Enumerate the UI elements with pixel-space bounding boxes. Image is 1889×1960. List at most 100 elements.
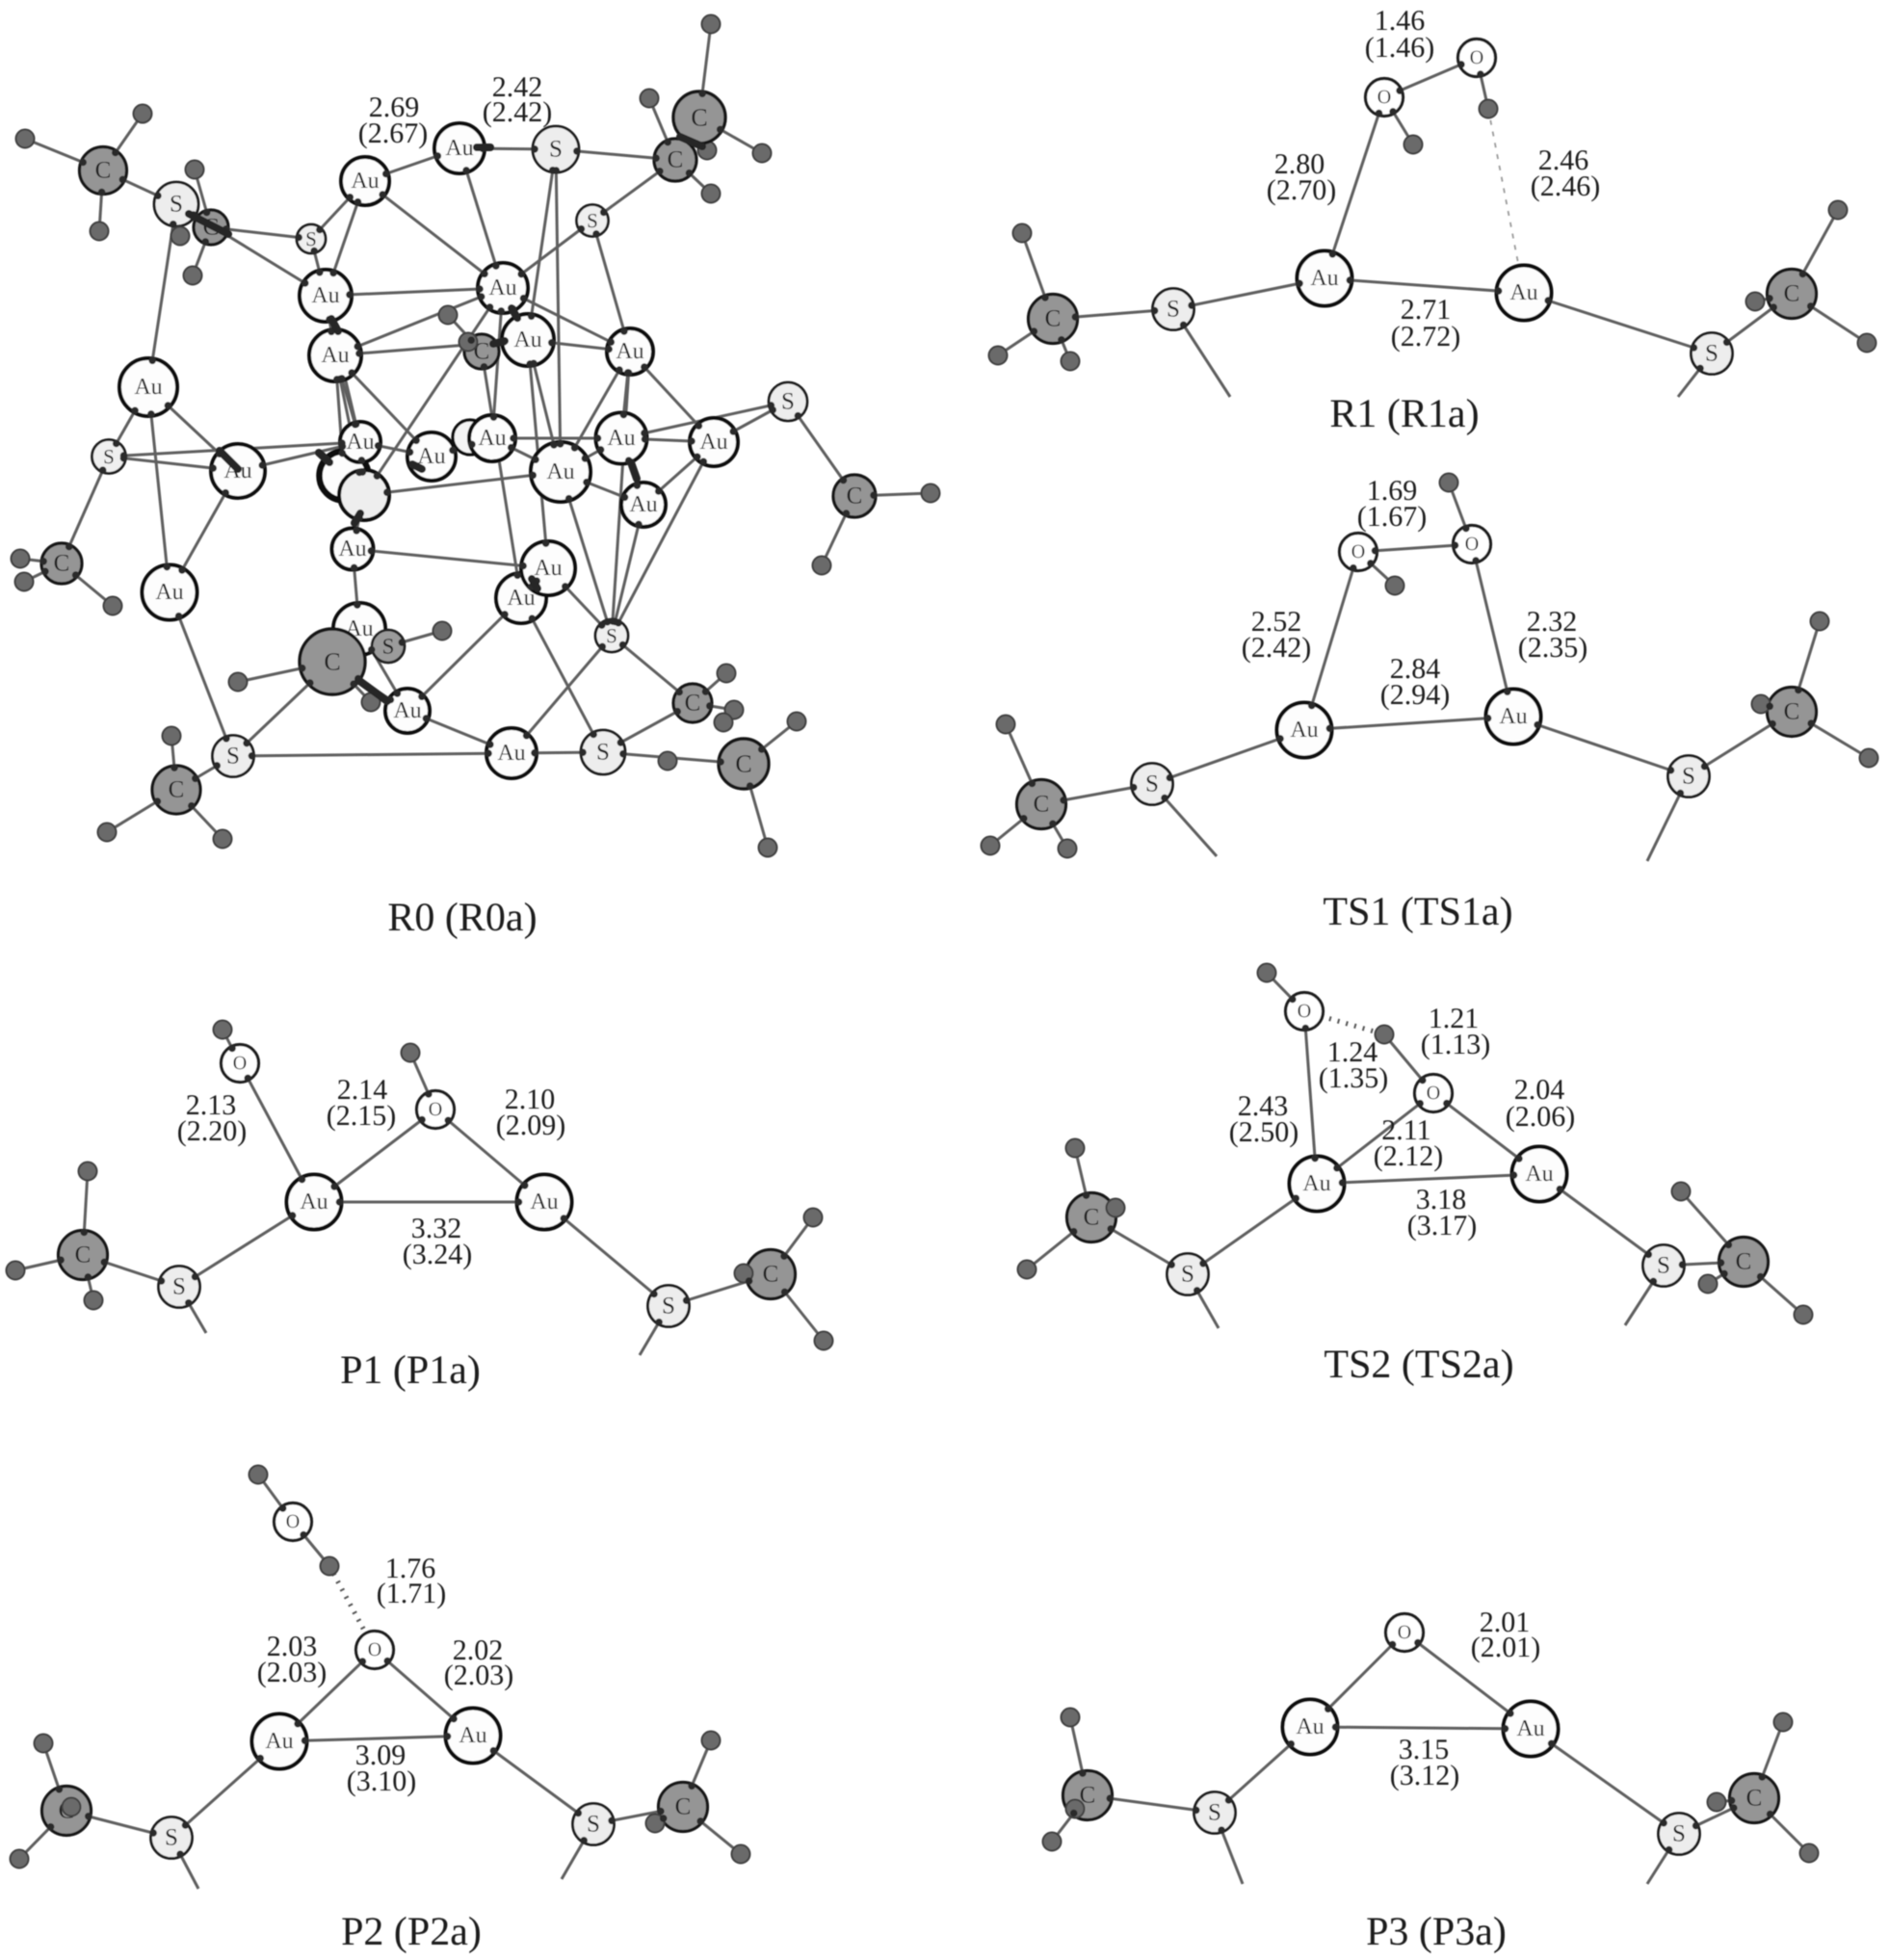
- svg-text:(2.42): (2.42): [483, 96, 552, 128]
- svg-text:(1.71): (1.71): [377, 1578, 446, 1609]
- svg-text:(2.42): (2.42): [1242, 632, 1311, 664]
- svg-text:(3.17): (3.17): [1407, 1210, 1477, 1241]
- svg-text:Au: Au: [607, 426, 635, 451]
- svg-text:Au: Au: [1302, 1171, 1330, 1196]
- svg-text:Au: Au: [534, 556, 562, 581]
- svg-text:(2.01): (2.01): [1471, 1632, 1540, 1663]
- svg-text:(1.46): (1.46): [1365, 32, 1434, 64]
- svg-text:(2.20): (2.20): [177, 1115, 247, 1147]
- svg-text:C: C: [1746, 1786, 1763, 1812]
- svg-text:2.69: 2.69: [369, 91, 420, 123]
- svg-text:1.24: 1.24: [1327, 1036, 1378, 1068]
- svg-text:2.03: 2.03: [267, 1631, 318, 1662]
- svg-text:C: C: [847, 483, 863, 510]
- svg-text:C: C: [75, 1242, 92, 1268]
- svg-text:2.46: 2.46: [1538, 144, 1589, 176]
- svg-text:Au: Au: [346, 430, 374, 455]
- svg-text:S: S: [549, 137, 563, 163]
- svg-text:C: C: [1784, 699, 1800, 725]
- svg-text:Au: Au: [300, 1189, 328, 1215]
- svg-text:(2.15): (2.15): [327, 1100, 396, 1132]
- svg-text:(2.67): (2.67): [358, 118, 428, 149]
- svg-text:2.14: 2.14: [337, 1074, 388, 1106]
- svg-text:C: C: [685, 691, 701, 717]
- svg-text:(2.50): (2.50): [1229, 1116, 1299, 1148]
- svg-text:C: C: [763, 1262, 779, 1288]
- svg-text:S: S: [1705, 341, 1718, 367]
- svg-text:S: S: [172, 1274, 186, 1300]
- svg-text:(2.70): (2.70): [1267, 174, 1336, 206]
- svg-text:C: C: [735, 750, 751, 778]
- svg-text:TS2 (TS2a): TS2 (TS2a): [1324, 1343, 1513, 1387]
- svg-text:O: O: [1427, 1083, 1440, 1104]
- svg-text:(2.72): (2.72): [1391, 321, 1460, 353]
- svg-text:1.46: 1.46: [1375, 5, 1426, 37]
- svg-text:Au: Au: [311, 283, 339, 308]
- svg-text:O: O: [286, 1511, 300, 1532]
- svg-text:C: C: [1045, 306, 1062, 332]
- svg-text:Au: Au: [629, 492, 657, 517]
- svg-text:2.84: 2.84: [1390, 653, 1441, 685]
- svg-text:(1.13): (1.13): [1421, 1029, 1490, 1060]
- svg-text:Au: Au: [1290, 718, 1318, 743]
- svg-text:C: C: [1736, 1249, 1752, 1275]
- svg-text:S: S: [587, 1812, 600, 1838]
- svg-text:O: O: [1470, 47, 1483, 68]
- svg-text:S: S: [1657, 1253, 1670, 1279]
- svg-text:S: S: [1682, 764, 1695, 790]
- svg-text:P1 (P1a): P1 (P1a): [340, 1348, 481, 1393]
- svg-text:S: S: [165, 1825, 178, 1851]
- svg-text:S: S: [587, 209, 598, 232]
- svg-text:Au: Au: [497, 741, 525, 766]
- svg-text:C: C: [691, 104, 707, 132]
- svg-text:2.52: 2.52: [1251, 606, 1302, 638]
- svg-text:3.09: 3.09: [355, 1739, 407, 1771]
- svg-text:(1.35): (1.35): [1319, 1062, 1388, 1094]
- svg-text:O: O: [1465, 534, 1479, 555]
- svg-text:Au: Au: [1310, 266, 1338, 291]
- svg-text:(2.94): (2.94): [1380, 679, 1450, 711]
- svg-text:S: S: [1181, 1262, 1194, 1288]
- svg-text:R1 (R1a): R1 (R1a): [1329, 392, 1479, 436]
- svg-text:Au: Au: [351, 169, 379, 194]
- svg-text:C: C: [95, 158, 112, 184]
- svg-text:C: C: [1084, 1205, 1100, 1231]
- svg-text:(2.03): (2.03): [444, 1659, 513, 1691]
- svg-text:Au: Au: [513, 327, 541, 353]
- svg-text:Au: Au: [155, 580, 183, 605]
- svg-text:2.71: 2.71: [1401, 294, 1452, 326]
- svg-text:O: O: [1351, 541, 1365, 562]
- svg-text:C: C: [324, 648, 340, 676]
- svg-text:Au: Au: [699, 430, 727, 455]
- svg-text:S: S: [103, 445, 115, 468]
- svg-text:(2.35): (2.35): [1518, 632, 1587, 664]
- svg-text:Au: Au: [265, 1729, 293, 1754]
- svg-text:C: C: [54, 551, 70, 577]
- svg-text:(3.12): (3.12): [1390, 1760, 1459, 1791]
- svg-text:O: O: [368, 1639, 381, 1660]
- svg-text:2.02: 2.02: [453, 1634, 504, 1666]
- svg-text:Au: Au: [134, 375, 162, 400]
- svg-text:S: S: [1145, 771, 1159, 797]
- svg-text:Au: Au: [1509, 280, 1537, 305]
- svg-text:(2.03): (2.03): [257, 1657, 327, 1688]
- svg-text:2.04: 2.04: [1514, 1074, 1565, 1106]
- svg-text:(3.10): (3.10): [347, 1765, 416, 1797]
- svg-text:S: S: [226, 744, 240, 770]
- svg-text:(2.46): (2.46): [1531, 170, 1600, 202]
- svg-text:S: S: [1672, 1821, 1686, 1847]
- svg-text:C: C: [169, 777, 185, 803]
- svg-text:C: C: [675, 1794, 692, 1820]
- svg-text:Au: Au: [616, 339, 643, 364]
- svg-text:Au: Au: [321, 343, 349, 368]
- svg-text:O: O: [1298, 1001, 1311, 1022]
- svg-text:O: O: [1398, 1622, 1411, 1643]
- svg-text:1.21: 1.21: [1429, 1003, 1480, 1034]
- svg-text:Au: Au: [1516, 1716, 1544, 1741]
- svg-text:(3.24): (3.24): [403, 1239, 472, 1270]
- svg-text:(2.12): (2.12): [1374, 1140, 1443, 1172]
- svg-text:(2.09): (2.09): [496, 1110, 565, 1141]
- svg-text:2.43: 2.43: [1238, 1090, 1289, 1122]
- svg-text:S: S: [781, 389, 795, 415]
- svg-text:Au: Au: [478, 426, 506, 451]
